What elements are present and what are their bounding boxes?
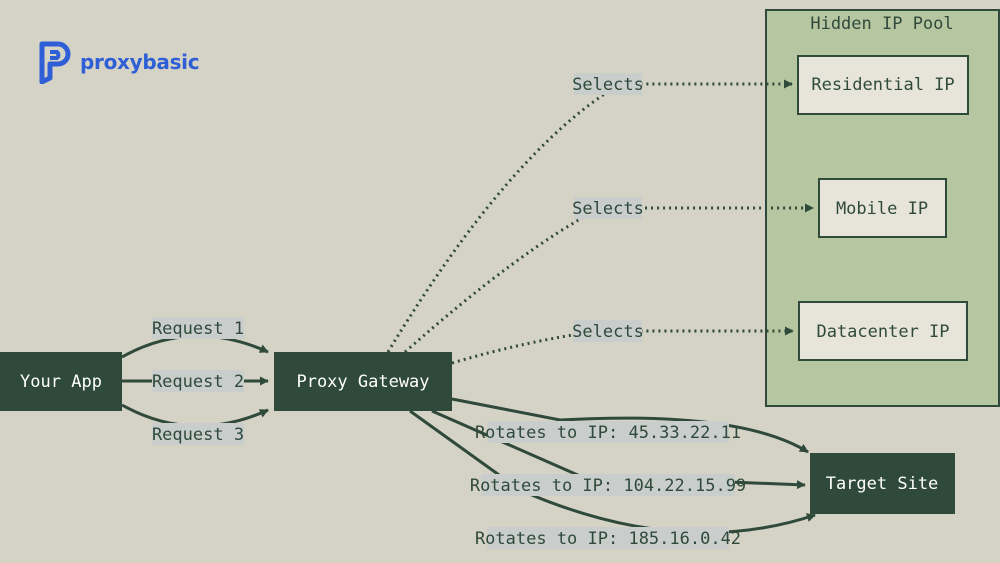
- label-request-3-text: Request 3: [152, 425, 244, 445]
- label-rotate-2-text: Rotates to IP: 104.22.15.99: [470, 476, 746, 496]
- ip-pool-title: Hidden IP Pool: [810, 14, 953, 34]
- label-request-1-text: Request 1: [152, 319, 244, 339]
- brand-logo: proxybasic: [38, 40, 200, 84]
- label-rotate-1-text: Rotates to IP: 45.33.22.11: [475, 423, 741, 443]
- edge-request-3: [121, 403, 269, 428]
- label-rotate-2: Rotates to IP: 104.22.15.99: [470, 474, 746, 496]
- node-your-app: Your App: [0, 352, 122, 411]
- node-proxy-gateway: Proxy Gateway: [274, 352, 452, 411]
- label-selects-2: Selects: [572, 197, 644, 219]
- proxybasic-logo-icon: [39, 41, 71, 84]
- node-your-app-label: Your App: [20, 372, 102, 392]
- label-request-3: Request 3: [152, 423, 244, 445]
- label-rotate-3-text: Rotates to IP: 185.16.0.42: [475, 529, 741, 549]
- node-mobile-ip-label: Mobile IP: [836, 199, 928, 219]
- node-mobile-ip: Mobile IP: [818, 178, 947, 238]
- label-selects-3: Selects: [572, 320, 644, 342]
- label-rotate-1: Rotates to IP: 45.33.22.11: [475, 421, 741, 443]
- label-selects-1-text: Selects: [572, 75, 644, 95]
- node-proxy-gateway-label: Proxy Gateway: [296, 372, 429, 392]
- node-datacenter-ip-label: Datacenter IP: [816, 322, 949, 342]
- node-residential-ip: Residential IP: [797, 55, 969, 115]
- label-request-1: Request 1: [152, 317, 244, 339]
- node-datacenter-ip: Datacenter IP: [798, 301, 968, 361]
- label-selects-3-text: Selects: [572, 322, 644, 342]
- label-selects-2-text: Selects: [572, 199, 644, 219]
- label-selects-1: Selects: [572, 73, 644, 95]
- edge-request-1: [121, 334, 269, 359]
- node-target-site-label: Target Site: [826, 474, 939, 494]
- brand-name: proxybasic: [80, 50, 200, 74]
- label-rotate-3: Rotates to IP: 185.16.0.42: [475, 527, 741, 549]
- node-target-site: Target Site: [810, 453, 955, 514]
- label-request-2: Request 2: [152, 370, 244, 392]
- node-residential-ip-label: Residential IP: [811, 75, 954, 95]
- label-request-2-text: Request 2: [152, 372, 244, 392]
